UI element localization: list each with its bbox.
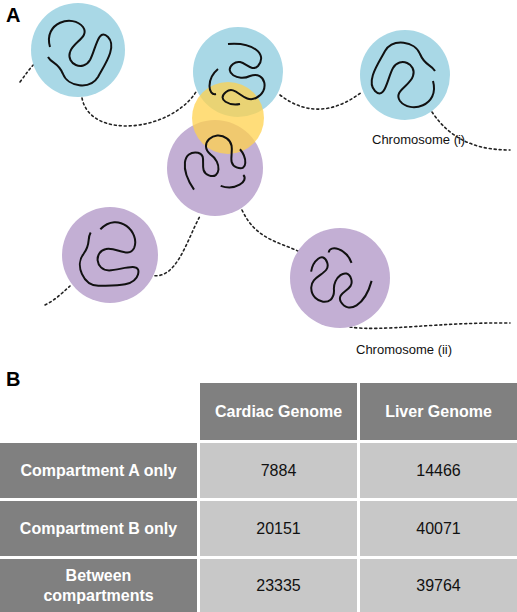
- row-header: Between compartments: [39, 566, 159, 604]
- table-value: 40071: [416, 519, 461, 538]
- column-header: Cardiac Genome: [215, 402, 342, 421]
- compartment-b-domain: [62, 207, 158, 303]
- data-cell: [360, 443, 517, 498]
- table-value-box: 23335: [200, 559, 357, 612]
- row-header-cell: [0, 501, 197, 556]
- row-header-box: Compartment B only: [0, 501, 197, 556]
- table-value-box: 40071: [360, 501, 517, 556]
- header-cell: [360, 383, 517, 440]
- row-header-cell: [0, 559, 197, 612]
- chromosome-strand: [242, 210, 300, 252]
- data-cell: [200, 501, 357, 556]
- chromatin-squiggle: [302, 243, 378, 315]
- panel-letter-box: B: [6, 366, 36, 392]
- table-value: 7884: [261, 461, 297, 480]
- header-cell: [200, 383, 357, 440]
- chromatin-squiggle: [66, 214, 154, 301]
- panel-letter: B: [6, 367, 20, 391]
- row-header: Compartment A only: [20, 461, 176, 480]
- chromosome-strand: [45, 286, 70, 305]
- data-cell: [360, 501, 517, 556]
- table-value-box: 39764: [360, 559, 517, 612]
- column-header-box: Cardiac Genome: [200, 383, 357, 440]
- interaction-overlap: [192, 82, 264, 154]
- chromosome-strand: [150, 216, 200, 276]
- row-header-box: Between compartments: [0, 559, 197, 612]
- data-cell: [360, 559, 517, 612]
- chromosome-label: Chromosome (ii): [356, 342, 452, 358]
- data-table: [0, 383, 517, 612]
- column-header: Liver Genome: [385, 402, 492, 421]
- compartment-a-domain: [360, 30, 450, 120]
- chromatin-squiggle: [176, 128, 256, 206]
- row-header-box: Compartment A only: [0, 443, 197, 498]
- data-cell: [200, 443, 357, 498]
- table-value-box: 20151: [200, 501, 357, 556]
- table-value: 14466: [416, 461, 461, 480]
- chromosome-strand: [280, 92, 362, 109]
- compartment-b-domain: [290, 228, 390, 328]
- table-value-box: 7884: [200, 443, 357, 498]
- chromatin-squiggle: [210, 44, 265, 105]
- table-value-box: 14466: [360, 443, 517, 498]
- panel-letter: A: [6, 3, 20, 27]
- chromosome-label-box: Chromosome (ii): [356, 340, 506, 360]
- row-header: Compartment B only: [20, 519, 177, 538]
- panel-letter-box: A: [6, 2, 36, 28]
- chromosome-label: Chromosome (i): [372, 132, 465, 148]
- table-value: 39764: [416, 576, 461, 595]
- compartment-a-domain: [31, 3, 125, 97]
- chromosome-strand: [82, 92, 196, 126]
- row-header-cell: [0, 443, 197, 498]
- chromatin-squiggle: [48, 21, 111, 86]
- chromosome-strand: [350, 323, 510, 328]
- table-value: 23335: [256, 576, 301, 595]
- table-value: 20151: [256, 519, 301, 538]
- column-header-box: Liver Genome: [360, 383, 517, 440]
- chromatin-squiggle: [372, 43, 435, 108]
- chromosome-label-box: Chromosome (i): [372, 130, 512, 150]
- data-cell: [200, 559, 357, 612]
